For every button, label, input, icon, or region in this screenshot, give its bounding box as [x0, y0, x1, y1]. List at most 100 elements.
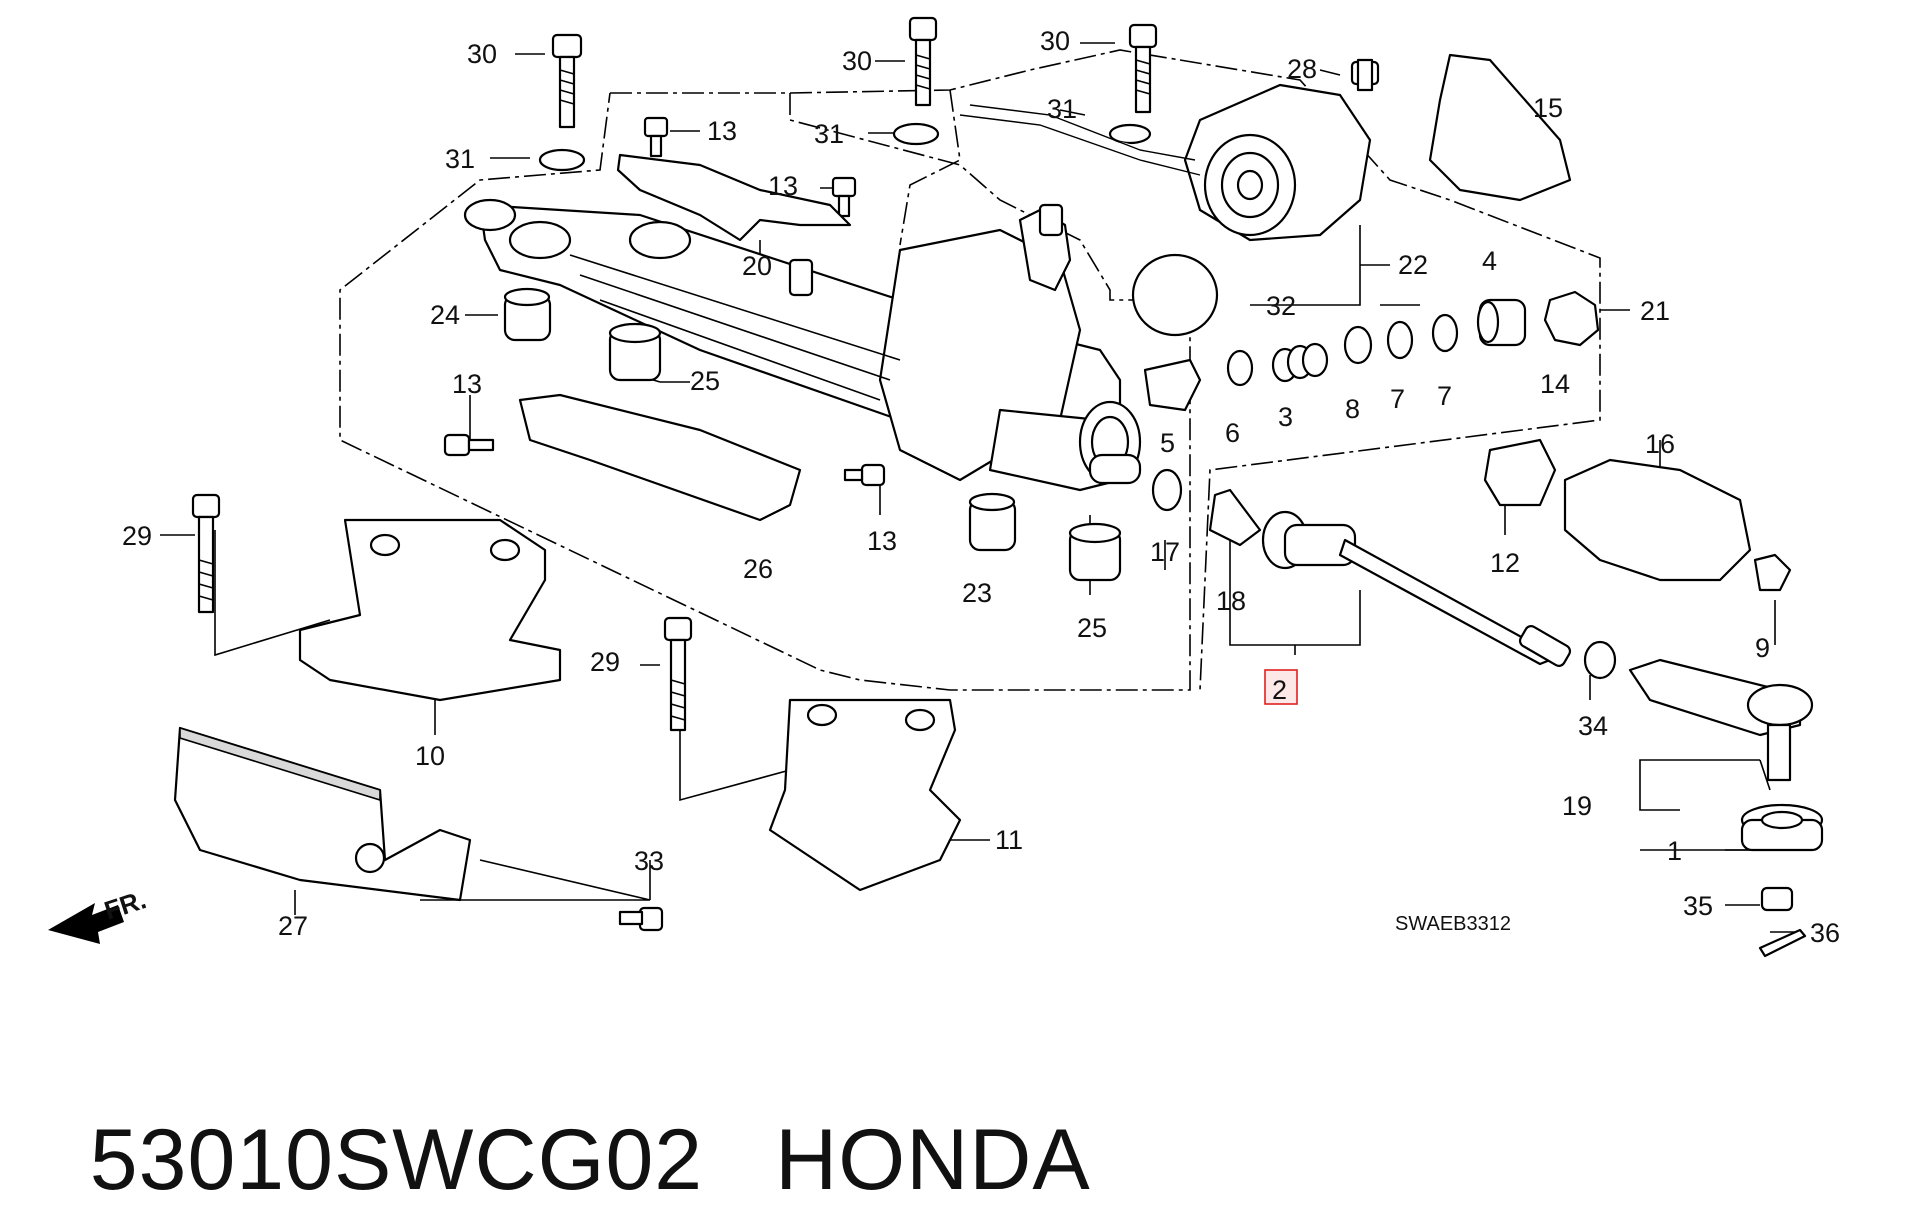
callout-21: 21	[1640, 296, 1670, 326]
callout-13-b: 13	[768, 171, 798, 201]
washer-31-left	[538, 148, 586, 172]
washer-31-center	[892, 122, 940, 146]
bolt-13-d	[843, 463, 886, 487]
callout-16: 16	[1645, 429, 1675, 459]
callout-7-b: 7	[1437, 381, 1452, 411]
part-number: 53010SWCG02	[89, 1112, 704, 1208]
callout-7-a: 7	[1390, 384, 1405, 414]
bolt-13-a	[643, 116, 669, 158]
callout-24: 24	[430, 300, 460, 330]
seal-17	[1151, 468, 1183, 512]
callout-32: 32	[1266, 291, 1296, 321]
callout-8: 8	[1345, 394, 1360, 424]
front-direction-arrow-icon: FR.	[48, 884, 150, 944]
callout-29-left: 29	[122, 521, 152, 551]
callout-35: 35	[1683, 891, 1713, 921]
callout-17: 17	[1150, 537, 1180, 567]
callout-9: 9	[1755, 633, 1770, 663]
callout-13-d: 13	[867, 526, 897, 556]
bolt-29-center	[663, 616, 693, 732]
callout-23: 23	[962, 578, 992, 608]
callout-13-a: 13	[707, 116, 737, 146]
bolt-13-b	[831, 176, 857, 218]
callout-25-lower: 25	[1077, 613, 1107, 643]
callout-31-right: 31	[1047, 94, 1077, 124]
callout-6: 6	[1225, 418, 1240, 448]
callout-29-center: 29	[590, 647, 620, 677]
exploded-parts-diagram: FR. 30 30 30 31 31 31 28 15 13 13 13 13 …	[48, 16, 1840, 958]
washer-8	[1343, 325, 1373, 365]
boot-clamp-12	[1483, 438, 1557, 507]
boot-1	[1740, 803, 1824, 852]
callout-2: 2	[1272, 675, 1287, 705]
bolt-30-center	[908, 16, 938, 107]
callout-19: 19	[1562, 791, 1592, 821]
bracket-10	[298, 518, 562, 702]
fr-label: FR.	[101, 884, 150, 925]
brand-name: HONDA	[775, 1112, 1091, 1208]
bolt-30-left	[551, 33, 583, 129]
bolt-28	[1350, 58, 1380, 92]
callout-25-upper: 25	[690, 366, 720, 396]
bushing-23	[968, 492, 1017, 552]
bolt-13-c	[443, 433, 495, 457]
callout-30-right: 30	[1040, 26, 1070, 56]
callout-13-c: 13	[452, 369, 482, 399]
bracket-20	[616, 153, 852, 242]
callout-26: 26	[743, 554, 773, 584]
o-ring-6	[1226, 349, 1254, 387]
steering-rack-housing	[463, 198, 1142, 492]
callout-30-left: 30	[467, 39, 497, 69]
spacer-7-a	[1386, 320, 1414, 360]
bushing-25-lower	[1068, 522, 1122, 582]
bolt-33	[618, 906, 664, 932]
bolt-30-right	[1128, 23, 1158, 114]
callout-31-left: 31	[445, 144, 475, 174]
locknut-14	[1543, 290, 1600, 347]
callout-22: 22	[1398, 250, 1428, 280]
bracket-11	[768, 698, 962, 892]
callout-36: 36	[1810, 918, 1840, 948]
bushing-24	[503, 287, 552, 342]
callout-14: 14	[1540, 369, 1570, 399]
rack-guide-5	[1143, 358, 1202, 412]
tie-rod-2	[1208, 488, 1572, 667]
callout-30-center: 30	[842, 46, 872, 76]
boot-15	[1428, 53, 1572, 202]
callout-15: 15	[1533, 93, 1563, 123]
callout-2-highlight	[1264, 669, 1298, 705]
cotter-pin-36	[1758, 928, 1807, 958]
steering-motor-22	[959, 83, 1372, 242]
tie-rod-end-19	[1628, 658, 1814, 782]
callout-27: 27	[278, 911, 308, 941]
callout-10: 10	[415, 741, 445, 771]
callout-12: 12	[1490, 548, 1520, 578]
nut-34	[1583, 640, 1617, 680]
o-ring-32	[1131, 253, 1219, 337]
callout-18: 18	[1216, 586, 1246, 616]
spring-3	[1271, 342, 1329, 383]
callout-31-center: 31	[814, 119, 844, 149]
callout-4: 4	[1482, 246, 1497, 276]
callout-28: 28	[1287, 54, 1317, 84]
castle-nut-35	[1760, 886, 1794, 912]
callout-1: 1	[1667, 836, 1682, 866]
washer-31-right	[1108, 123, 1152, 145]
callout-20: 20	[742, 251, 772, 281]
callout-11: 11	[995, 825, 1023, 855]
shield-27	[173, 726, 472, 902]
callout-5: 5	[1160, 428, 1175, 458]
clamp-26	[518, 393, 802, 522]
callout-3: 3	[1278, 402, 1293, 432]
callout-34: 34	[1578, 711, 1608, 741]
adjuster-4	[1476, 298, 1527, 347]
spacer-7-b	[1431, 313, 1459, 353]
bushing-25-upper	[608, 322, 662, 382]
part-caption: 53010SWCG02 HONDA	[40, 1012, 1091, 1210]
boot-clip-9	[1753, 553, 1792, 592]
callout-labels: 30 30 30 31 31 31 28 15 13 13 13 13 20 2…	[122, 26, 1840, 948]
steering-boot-16	[1563, 458, 1752, 582]
bolt-29-left	[191, 493, 221, 614]
callout-33: 33	[634, 846, 664, 876]
diagram-code: SWAEB3312	[1395, 913, 1511, 935]
